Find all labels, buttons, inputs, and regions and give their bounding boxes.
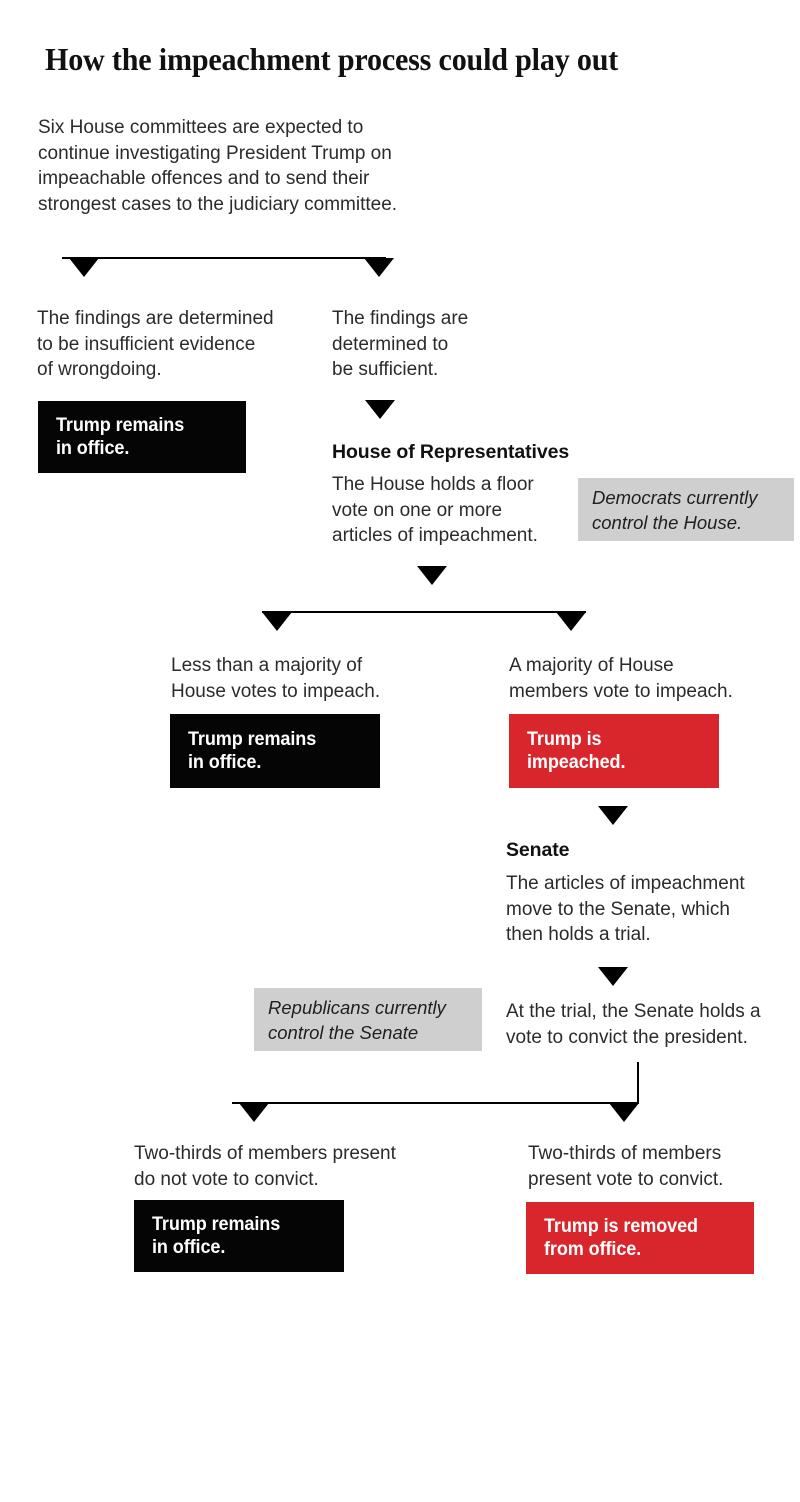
arrow-down-convict bbox=[609, 1103, 639, 1122]
branch-label-sufficient: The findings are determined to be suffic… bbox=[332, 308, 469, 380]
connector-line-split-3-horizontal bbox=[232, 1102, 639, 1104]
arrow-down-insufficient bbox=[69, 258, 99, 277]
outcome-box-remains-top: Trump remains in office. bbox=[38, 401, 246, 473]
arrow-down-house-vote bbox=[417, 566, 447, 585]
annotation-democrats-control-house-label: Democrats currently control the House. bbox=[592, 486, 758, 533]
outcome-box-remains-top-label: Trump remains in office. bbox=[56, 415, 185, 459]
outcome-box-removed-label: Trump is removed from office. bbox=[544, 1216, 698, 1260]
arrow-down-no-convict bbox=[239, 1103, 269, 1122]
outcome-box-remains-bottom-label: Trump remains in office. bbox=[152, 1214, 281, 1258]
connector-line-split-3-vertical bbox=[637, 1062, 639, 1104]
intro-paragraph: Six House committees are expected to con… bbox=[38, 117, 398, 215]
connector-line-split-2 bbox=[262, 611, 586, 613]
arrow-down-to-trial bbox=[598, 967, 628, 986]
connector-line-split-1 bbox=[62, 257, 386, 259]
branch-label-majority: A majority of House members vote to impe… bbox=[509, 655, 733, 702]
arrow-down-sufficient bbox=[364, 258, 394, 277]
section-body-trial: At the trial, the Senate holds a vote to… bbox=[506, 1001, 761, 1048]
annotation-republicans-control-senate: Republicans currently control the Senate bbox=[254, 988, 482, 1051]
outcome-box-impeached-label: Trump is impeached. bbox=[527, 729, 626, 773]
annotation-republicans-control-senate-label: Republicans currently control the Senate bbox=[268, 996, 446, 1043]
arrow-down-less-than-majority bbox=[262, 612, 292, 631]
section-heading-senate: Senate bbox=[506, 839, 570, 861]
outcome-box-remains-middle: Trump remains in office. bbox=[170, 714, 380, 788]
section-body-senate: The articles of impeachment move to the … bbox=[506, 873, 745, 945]
outcome-box-removed: Trump is removed from office. bbox=[526, 1202, 754, 1274]
arrow-down-to-senate bbox=[598, 806, 628, 825]
section-heading-house: House of Representatives bbox=[332, 441, 570, 463]
page-title: How the impeachment process could play o… bbox=[45, 41, 619, 77]
outcome-box-impeached: Trump is impeached. bbox=[509, 714, 719, 788]
outcome-box-remains-middle-label: Trump remains in office. bbox=[188, 729, 317, 773]
branch-label-insufficient: The findings are determined to be insuff… bbox=[37, 308, 274, 380]
branch-label-no-convict: Two-thirds of members present do not vot… bbox=[134, 1143, 396, 1190]
outcome-box-remains-bottom: Trump remains in office. bbox=[134, 1200, 344, 1272]
annotation-democrats-control-house: Democrats currently control the House. bbox=[578, 478, 794, 541]
arrow-down-to-house bbox=[365, 400, 395, 419]
branch-label-less-than-majority: Less than a majority of House votes to i… bbox=[171, 655, 381, 702]
section-body-house: The House holds a floor vote on one or m… bbox=[332, 474, 538, 546]
branch-label-convict: Two-thirds of members present vote to co… bbox=[528, 1143, 724, 1190]
arrow-down-majority bbox=[556, 612, 586, 631]
